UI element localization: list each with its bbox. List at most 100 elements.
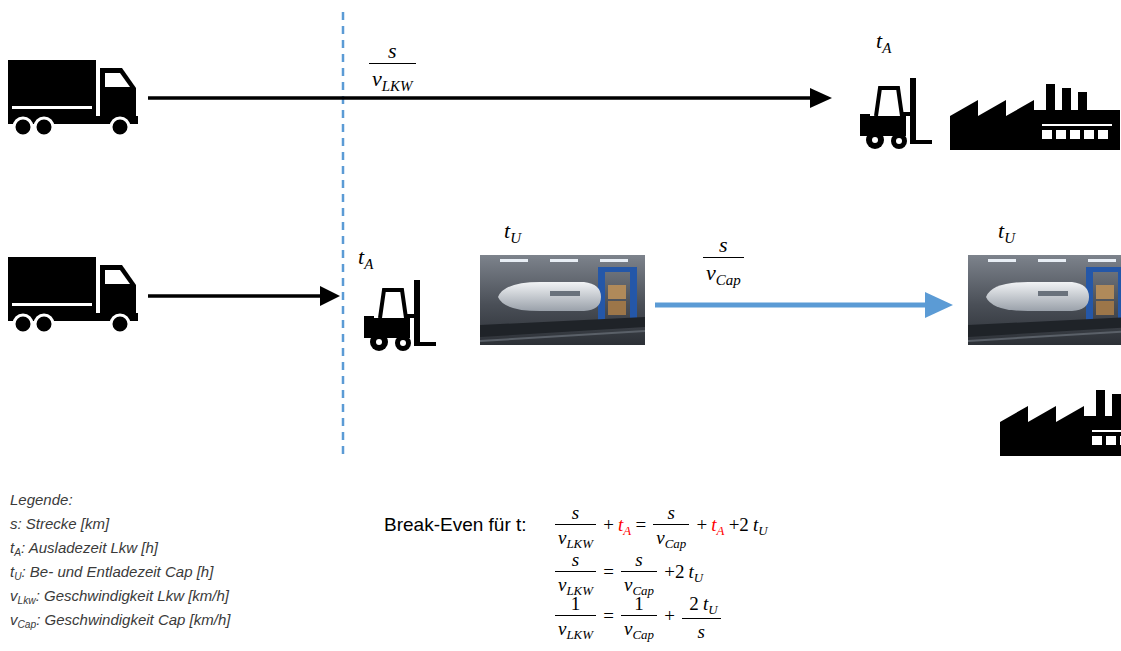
label-text: t <box>689 561 694 582</box>
denominator: vLKW <box>555 524 596 552</box>
capsule-station-photo <box>968 255 1121 345</box>
label-text: s <box>719 232 728 257</box>
label-text: t <box>711 514 716 535</box>
label-text: v <box>624 574 632 595</box>
subscript: Lkw <box>18 595 36 606</box>
subscript: Cap <box>18 619 37 630</box>
subscript: U <box>510 230 521 246</box>
fraction: svCap <box>653 502 689 552</box>
label-text: t <box>358 244 364 269</box>
label-text: v <box>624 618 632 639</box>
fraction-label: svLKW <box>366 38 419 95</box>
subscript: U <box>1004 230 1015 246</box>
numerator: 1 <box>555 593 596 615</box>
fraction: svCap <box>621 549 657 599</box>
arrow-head <box>320 286 340 306</box>
operator: + <box>603 514 614 535</box>
legend-line: s: Strecke [km] <box>10 515 109 532</box>
truck-icon <box>8 257 138 333</box>
operator: = <box>603 561 614 582</box>
label-text: t <box>703 593 708 614</box>
label-text: t <box>10 563 14 580</box>
variable-label: tA <box>358 244 373 273</box>
subscript: U <box>14 571 21 582</box>
label-text: v <box>10 587 18 604</box>
forklift-icon <box>860 78 932 149</box>
fraction: 1vCap <box>621 593 657 643</box>
label-text: v <box>706 260 716 285</box>
operator: = <box>635 514 646 535</box>
label-text: v <box>656 527 664 548</box>
numerator: s <box>555 549 596 571</box>
legend-line: tA: Ausladezeit Lkw [h] <box>10 539 158 559</box>
truck-route-arrow <box>148 294 322 298</box>
forklift-icon <box>364 280 436 351</box>
denominator: vLKW <box>555 615 596 643</box>
equation: svLKW+tA=svCap+tA+2tU <box>552 502 768 552</box>
factory-icon <box>1000 390 1121 456</box>
variable-label: tA <box>876 28 891 57</box>
label-text: Break-Even für t: <box>384 514 527 535</box>
subscript: LKW <box>566 536 593 551</box>
label-text: s <box>668 502 675 523</box>
fraction: 2tUs <box>682 593 720 643</box>
label-text: v <box>10 611 18 628</box>
label-text: t <box>504 218 510 243</box>
label-text: t <box>998 218 1004 243</box>
numerator: s <box>703 232 744 257</box>
label-text: v <box>558 574 566 595</box>
subscript: A <box>14 547 21 558</box>
numerator: s <box>555 502 596 524</box>
subscript: Cap <box>632 627 654 642</box>
legend-line: tU: Be- und Entladezeit Cap [h] <box>10 563 213 583</box>
numerator: 1 <box>621 593 657 615</box>
operator: 1 <box>634 593 644 614</box>
subscript: A <box>882 40 891 56</box>
label-text: t <box>753 514 758 535</box>
label-text: v <box>558 527 566 548</box>
operator: 2 <box>689 593 699 614</box>
operator: 1 <box>571 593 581 614</box>
arrow-head <box>810 88 832 108</box>
arrow-head <box>925 292 953 318</box>
label-text: s: Strecke [km] <box>10 515 109 532</box>
label-text: Legende: <box>10 491 73 508</box>
legend-line: Legende: <box>10 491 73 508</box>
label-text: v <box>372 66 382 91</box>
label-text: : Geschwindigkeit Lkw [km/h] <box>36 587 229 604</box>
label-text: : Be- und Entladezeit Cap [h] <box>22 563 214 580</box>
label-text: s <box>572 549 579 570</box>
denominator: s <box>682 618 720 643</box>
subscript: A <box>623 523 631 538</box>
fraction: 1vLKW <box>555 593 596 643</box>
legend-line: vLkw: Geschwindigkeit Lkw [km/h] <box>10 587 229 607</box>
label-text: : Geschwindigkeit Cap [km/h] <box>36 611 230 628</box>
subscript: U <box>694 570 703 585</box>
subscript: Cap <box>665 536 687 551</box>
fraction: svLKW <box>555 502 596 552</box>
subscript: U <box>758 523 767 538</box>
subscript: LKW <box>566 627 593 642</box>
denominator: vLKW <box>369 63 416 95</box>
boundary-line <box>342 12 345 456</box>
subscript: A <box>364 256 373 272</box>
truck-icon <box>8 60 138 136</box>
operator: = <box>603 605 614 626</box>
subscript: U <box>708 602 717 617</box>
label-text: s <box>572 502 579 523</box>
factory-icon <box>950 84 1120 150</box>
heading-text: Break-Even für t: <box>384 514 527 536</box>
capsule-station-photo <box>480 255 645 345</box>
fraction-label: svCap <box>700 232 747 289</box>
operator: +2 <box>729 514 749 535</box>
numerator: s <box>653 502 689 524</box>
numerator: 2tU <box>682 593 720 618</box>
fraction: svCap <box>703 232 744 289</box>
denominator: vCap <box>653 524 689 552</box>
numerator: s <box>369 38 416 63</box>
label-text: s <box>388 38 397 63</box>
denominator: vCap <box>621 615 657 643</box>
denominator: vCap <box>703 257 744 289</box>
